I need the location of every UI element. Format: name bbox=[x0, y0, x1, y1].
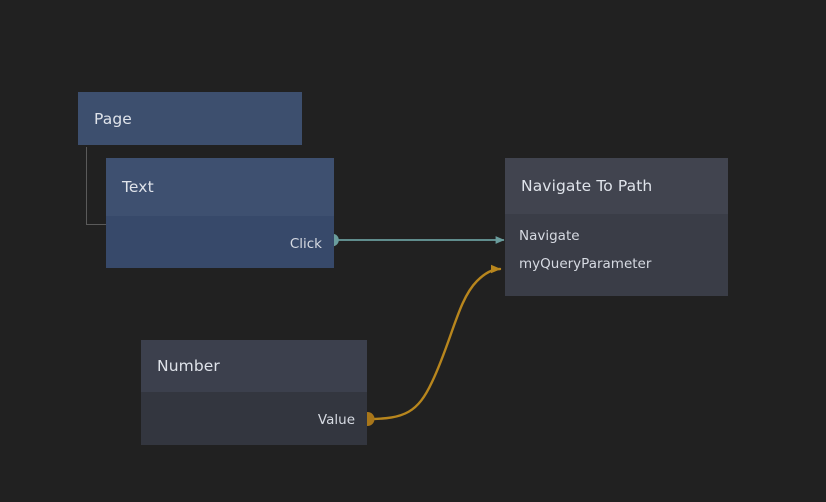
node-text[interactable]: Text Click bbox=[106, 158, 334, 268]
node-number[interactable]: Number Value bbox=[141, 340, 367, 445]
node-text-title: Text bbox=[122, 178, 154, 196]
node-number-header: Number bbox=[141, 340, 367, 392]
output-port-click[interactable]: Click bbox=[106, 230, 334, 258]
node-text-body: Click bbox=[106, 216, 334, 268]
input-port-myqueryparameter[interactable]: myQueryParameter bbox=[505, 250, 728, 278]
node-navigate-to-path[interactable]: Navigate To Path Navigate myQueryParamet… bbox=[505, 158, 728, 296]
node-text-header: Text bbox=[106, 158, 334, 216]
output-port-click-label: Click bbox=[289, 236, 322, 252]
hierarchy-connector-line bbox=[86, 147, 107, 225]
input-port-myqueryparameter-label: myQueryParameter bbox=[519, 256, 652, 272]
node-navigate-to-path-body: Navigate myQueryParameter bbox=[505, 214, 728, 296]
node-page-header: Page bbox=[78, 92, 302, 145]
node-navigate-to-path-title: Navigate To Path bbox=[521, 177, 653, 195]
output-port-value[interactable]: Value bbox=[141, 406, 367, 434]
node-navigate-to-path-header: Navigate To Path bbox=[505, 158, 728, 214]
output-port-value-label: Value bbox=[317, 412, 355, 428]
input-port-navigate-label: Navigate bbox=[519, 228, 580, 244]
node-page-title: Page bbox=[94, 109, 132, 128]
edge-value-to-myqueryparameter[interactable] bbox=[360, 264, 502, 426]
node-number-body: Value bbox=[141, 392, 367, 445]
edge-click-to-navigate[interactable] bbox=[326, 233, 505, 247]
node-page[interactable]: Page bbox=[78, 92, 302, 145]
input-port-navigate[interactable]: Navigate bbox=[505, 222, 728, 250]
node-number-title: Number bbox=[157, 357, 220, 375]
